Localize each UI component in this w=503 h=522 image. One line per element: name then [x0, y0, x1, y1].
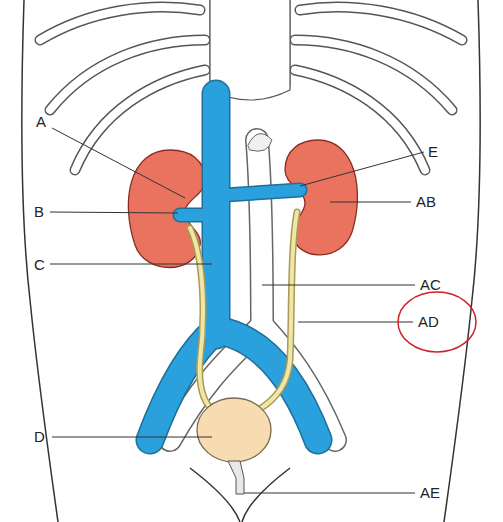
rib-cage — [300, 7, 462, 40]
vena-cava — [225, 190, 300, 195]
part-label: AB — [416, 193, 436, 210]
aorta — [170, 140, 335, 440]
leader-lines — [52, 128, 185, 198]
highlight-circle — [398, 292, 476, 352]
ureters — [190, 212, 297, 412]
ureters — [258, 212, 297, 410]
part-label: D — [34, 428, 45, 445]
vena-cava — [180, 208, 216, 223]
vena-cava — [150, 94, 318, 440]
ureters — [190, 228, 215, 412]
ureters — [190, 212, 297, 412]
torso-outline — [242, 468, 290, 522]
torso-outline — [444, 0, 480, 522]
rib-cage — [300, 7, 462, 40]
aorta — [257, 140, 262, 330]
leader-lines — [50, 264, 212, 265]
ureters — [258, 212, 297, 410]
bladder — [228, 461, 244, 494]
part-label: AE — [420, 484, 440, 501]
part-label: A — [36, 113, 46, 130]
rib-cage — [40, 0, 462, 170]
torso-outline — [190, 468, 240, 522]
leader-lines — [50, 212, 178, 213]
vena-cava — [150, 94, 318, 440]
part-label: AC — [420, 276, 441, 293]
kidneys — [128, 140, 357, 268]
ureters — [190, 228, 215, 412]
rib-cage — [40, 0, 462, 170]
part-label: E — [428, 143, 438, 160]
rib-cage — [40, 7, 200, 40]
vena-cava — [180, 190, 300, 215]
vena-cava — [225, 190, 300, 195]
aorta — [248, 134, 272, 152]
leader-lines — [262, 285, 415, 286]
part-label: C — [34, 256, 45, 273]
leader-lines — [52, 437, 212, 438]
part-label: AD — [418, 313, 439, 330]
leader-lines — [244, 493, 415, 494]
vena-cava — [180, 190, 300, 215]
aorta — [170, 140, 335, 440]
ureters — [190, 212, 297, 412]
leader-lines — [300, 152, 424, 186]
rib-cage — [40, 0, 462, 170]
bladder — [197, 398, 271, 494]
vena-cava — [150, 94, 318, 440]
leader-lines — [50, 128, 424, 493]
vena-cava — [180, 209, 216, 221]
rib-cage — [40, 7, 200, 40]
leader-lines — [298, 322, 413, 323]
torso-outline — [22, 0, 58, 522]
torso-outline — [22, 0, 480, 522]
aorta — [170, 134, 335, 440]
leader-lines — [330, 202, 411, 203]
aorta — [257, 140, 262, 330]
part-label: B — [34, 203, 44, 220]
bladder — [197, 398, 271, 462]
